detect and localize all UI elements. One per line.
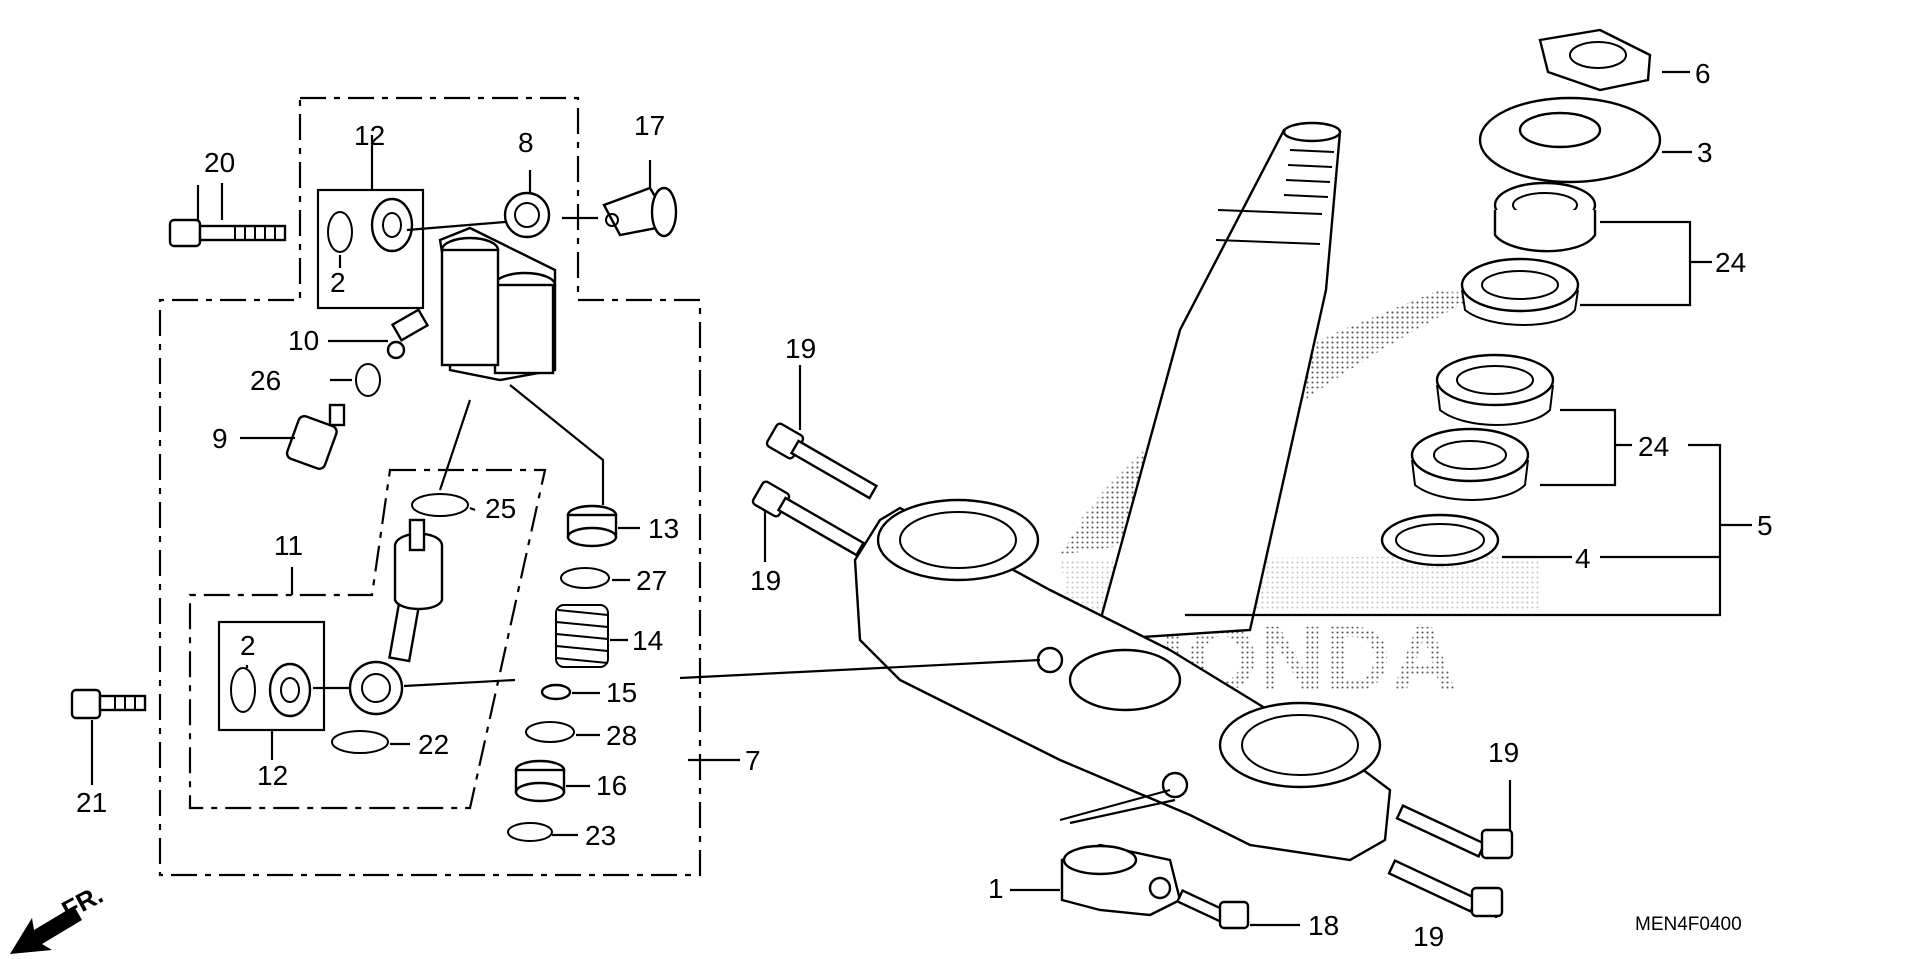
callout-21: 21 — [76, 787, 107, 818]
circlip-bottom — [230, 667, 256, 713]
callout-19-top: 19 — [785, 333, 816, 364]
callout-22: 22 — [418, 729, 449, 760]
callout-10: 10 — [288, 325, 319, 356]
bushing-bottom — [268, 662, 312, 718]
callout-9: 9 — [212, 423, 228, 454]
callout-26: 26 — [250, 365, 281, 396]
callout-24-bottom: 24 — [1638, 431, 1669, 462]
ring-25 — [411, 493, 469, 517]
callout-8: 8 — [518, 127, 534, 158]
bolt-18 — [1175, 888, 1250, 930]
callout-13: 13 — [648, 513, 679, 544]
callout-12-top: 12 — [354, 120, 385, 151]
callout-19-right-top: 19 — [1488, 737, 1519, 768]
callout-14: 14 — [632, 625, 663, 656]
callout-6: 6 — [1695, 58, 1711, 89]
lower-bearing — [1410, 353, 1555, 501]
callout-7: 7 — [745, 745, 761, 776]
callout-2-bottom: 2 — [240, 630, 256, 661]
callout-3: 3 — [1697, 137, 1713, 168]
bolt-21 — [70, 688, 147, 720]
callout-25: 25 — [485, 493, 516, 524]
callout-17: 17 — [634, 110, 665, 141]
cap-13 — [566, 504, 618, 548]
bottom-bridge — [853, 498, 1392, 862]
callout-1: 1 — [988, 873, 1004, 904]
bushing-top — [370, 197, 414, 253]
oring-26 — [355, 363, 381, 397]
bolt-19-lower — [751, 480, 866, 557]
diagram-code: MEN4F0400 — [1635, 914, 1742, 935]
front-direction-arrow-icon — [10, 906, 82, 954]
callout-24-top: 24 — [1715, 247, 1746, 278]
callout-27: 27 — [636, 565, 667, 596]
circlip-top — [327, 211, 353, 253]
callout-11: 11 — [274, 530, 303, 561]
sensor-10 — [386, 308, 430, 360]
adjuster-9 — [285, 403, 346, 470]
bolt-19-right-upper — [1395, 804, 1514, 860]
ring-22 — [331, 730, 389, 754]
callout-12-bottom: 12 — [257, 760, 288, 791]
callout-labels: 1 2 2 3 4 5 6 7 8 9 10 11 12 12 13 14 15… — [76, 58, 1773, 952]
ring-28 — [525, 721, 575, 743]
callout-19-right-bottom: 19 — [1413, 921, 1444, 952]
dust-seal — [1380, 513, 1500, 567]
cap-17 — [602, 186, 678, 238]
ring-23 — [507, 822, 553, 842]
group-box-11 — [188, 468, 547, 810]
damper-body — [438, 191, 557, 382]
ring-27 — [560, 567, 610, 589]
fork-clamp — [1060, 843, 1182, 917]
dust-seal-washer — [1478, 96, 1662, 184]
bolt-20 — [168, 218, 287, 248]
group-box-12-top — [316, 188, 425, 310]
steering-stem — [1093, 121, 1342, 642]
callout-28: 28 — [606, 720, 637, 751]
leader-lines — [90, 70, 1752, 927]
spring-14 — [555, 604, 609, 668]
callout-20: 20 — [204, 147, 235, 178]
callout-4: 4 — [1575, 543, 1591, 574]
upper-bearing-inner — [1460, 181, 1597, 326]
bolt-19-upper — [765, 422, 879, 500]
callout-5: 5 — [1757, 510, 1773, 541]
washer-15 — [540, 683, 572, 701]
group-box-7 — [158, 96, 702, 877]
callout-2-top: 2 — [330, 267, 346, 298]
damper-rod — [348, 518, 444, 716]
callout-18: 18 — [1308, 910, 1339, 941]
callout-16: 16 — [596, 770, 627, 801]
callout-15: 15 — [606, 677, 637, 708]
callout-23: 23 — [585, 820, 616, 851]
bolt-19-right-lower — [1387, 859, 1504, 918]
steering-stem-nut — [1538, 28, 1652, 92]
nut-16 — [514, 759, 566, 803]
callout-19-left: 19 — [750, 565, 781, 596]
